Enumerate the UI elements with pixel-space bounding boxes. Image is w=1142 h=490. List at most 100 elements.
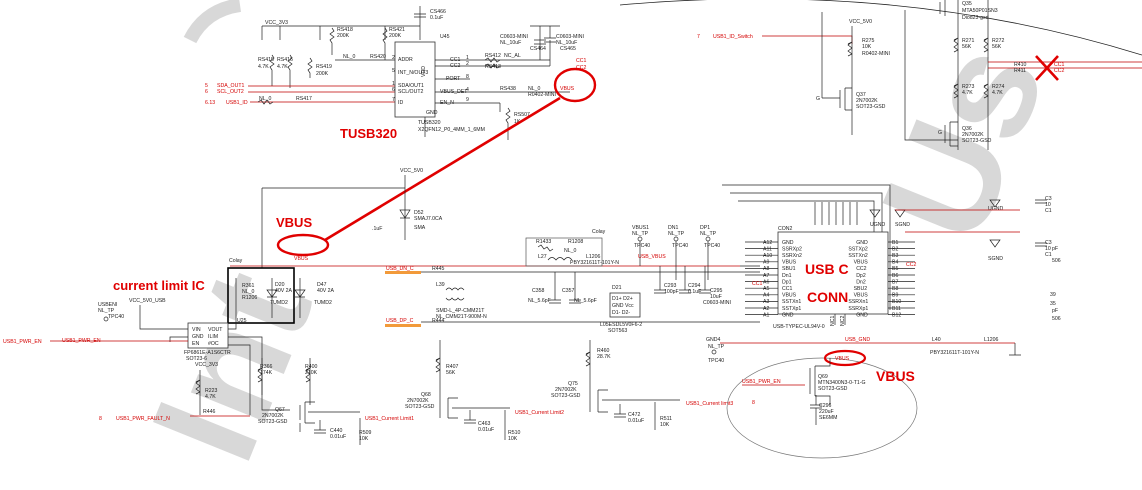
svg-text:SGND: SGND (988, 256, 1003, 262)
usbc-left-pin-name: SSTXn1 (782, 299, 801, 305)
svg-text:DP1: DP1 (700, 225, 710, 231)
svg-text:NL_TP: NL_TP (632, 231, 649, 237)
svg-text:NC2: NC2 (840, 316, 846, 326)
usbc-connector-block: ᴅ ᴅ ᴅ ᴅ ᴅ ᴅ ᴅ CON2 USB-TYPEC-UL94V-0 NC1… (706, 184, 1061, 364)
svg-text:0.01uF: 0.01uF (330, 434, 346, 440)
svg-text:506: 506 (1052, 258, 1061, 264)
svg-text:8: 8 (466, 74, 469, 80)
svg-text:MTA50P01SN3: MTA50P01SN3 (962, 8, 998, 14)
svg-text:5: 5 (205, 83, 208, 89)
svg-text:R511: R511 (660, 416, 672, 422)
svg-text:SGND: SGND (895, 222, 910, 228)
svg-text:10K: 10K (359, 436, 369, 442)
usbc-right-pin-number: B6 (892, 273, 898, 279)
svg-text:Colay: Colay (592, 229, 606, 235)
usbc-right-pin-name: GND (856, 312, 868, 318)
usbc-right-pin-name: Dn2 (856, 279, 866, 285)
usbc-right-pin-name: SSTXp2 (848, 246, 867, 252)
svg-text:8: 8 (99, 416, 102, 422)
usbc-left-pin-name: SSTXp1 (782, 306, 801, 312)
svg-text:RS412: RS412 (485, 53, 501, 59)
data-lines: USB_DN_C USB_DP_C R445 R444 L39 SMD-L_4P… (385, 266, 760, 334)
vbus-link-line (324, 96, 561, 242)
svg-text:2: 2 (466, 61, 469, 67)
svg-text:RS438: RS438 (500, 86, 516, 92)
svg-text:10K: 10K (862, 44, 872, 50)
svg-text:NL_10uF: NL_10uF (556, 40, 577, 46)
svg-text:FP6861E-A1S6CTR: FP6861E-A1S6CTR (184, 350, 231, 356)
svg-text:2N7002K: 2N7002K (962, 132, 984, 138)
svg-text:28.7K: 28.7K (597, 354, 611, 360)
svg-text:Q37: Q37 (856, 92, 866, 98)
svg-text:506: 506 (1052, 316, 1061, 322)
svg-text:CS466: CS466 (430, 9, 446, 15)
svg-text:C1: C1 (1045, 208, 1052, 214)
svg-text:6.13: 6.13 (205, 100, 215, 106)
svg-text:MTN3400N3-0-T1-G: MTN3400N3-0-T1-G (818, 380, 866, 386)
svg-text:INT_N/OUT3: INT_N/OUT3 (398, 70, 428, 76)
svg-text:pF: pF (1052, 246, 1058, 252)
svg-text:4.7K: 4.7K (992, 90, 1003, 96)
net-cur-lim1: USB1_Current Limit1 (365, 416, 414, 422)
svg-text:TPC40: TPC40 (708, 358, 724, 364)
usbc-left-pin-number: A7 (763, 273, 769, 279)
svg-text:D1+ D2+: D1+ D2+ (612, 296, 633, 302)
svg-text:TPC40: TPC40 (672, 243, 688, 249)
usbc-left-pin-number: A8 (763, 266, 769, 272)
svg-text:C472: C472 (628, 412, 641, 418)
svg-text:D21: D21 (612, 285, 622, 291)
usbc-right-pin-name: SSRXn1 (848, 299, 868, 305)
svg-text:R271: R271 (962, 38, 975, 44)
svg-text:C0603-MINI: C0603-MINI (500, 34, 528, 40)
svg-text:C0603-MINI: C0603-MINI (703, 300, 731, 306)
svg-text:SOT23-GSD: SOT23-GSD (258, 419, 288, 425)
svg-text:NL_CMM21T-900M-N: NL_CMM21T-900M-N (436, 314, 487, 320)
usbc-left-pin-name: GND (782, 240, 794, 246)
net-vbus-left: VBUS (294, 256, 309, 262)
usbc-left-pin-name: SBU1 (782, 266, 796, 272)
net-usb-id: USB1_ID (226, 100, 248, 106)
svg-text:NL_0: NL_0 (242, 289, 255, 295)
svg-text:0.01uF: 0.01uF (478, 427, 494, 433)
svg-text:TUMD2: TUMD2 (314, 300, 332, 306)
current-limit-highlight-box (227, 267, 295, 324)
tusb320-block: VCC_3V3 CS466 0.1uF RS418 200K RS421 200… (205, 6, 597, 141)
svg-text:5: 5 (392, 68, 395, 74)
svg-text:NC1: NC1 (830, 316, 836, 326)
usbc-right-pin-number: B7 (892, 279, 898, 285)
svg-text:SCL/OUT2: SCL/OUT2 (398, 89, 423, 95)
svg-text:R0402-MINI: R0402-MINI (528, 92, 556, 98)
svg-text:35: 35 (1050, 301, 1056, 307)
svg-text:2N7002K: 2N7002K (262, 413, 284, 419)
usbc-right-pin-name: VBUS (854, 260, 869, 266)
svg-text:R0402-MINI: R0402-MINI (862, 51, 890, 57)
svg-text:C463: C463 (478, 421, 491, 427)
svg-text:8: 8 (752, 400, 755, 406)
svg-text:220uF: 220uF (819, 409, 834, 415)
vbus-switch-outline (726, 357, 918, 459)
svg-text:Q69: Q69 (818, 374, 828, 380)
svg-text:4: 4 (466, 87, 469, 93)
current-limit-mosfets: R366 174K R400 210K Q67 2N7002K SOT23-GS… (257, 340, 733, 445)
svg-text:C357: C357 (562, 288, 575, 294)
usbc-left-pin-number: A11 (763, 246, 772, 252)
svg-text:Q36: Q36 (962, 126, 972, 132)
svg-text:GND: GND (426, 110, 438, 116)
svg-text:G: G (816, 96, 820, 102)
usbc-right-pin-number: B11 (892, 306, 901, 312)
svg-text:R274: R274 (992, 84, 1005, 90)
usbc-left-pin-name: VBUS (782, 293, 797, 299)
annotation-usbc-conn-line2: CONN (807, 289, 848, 305)
highlight-vbus-det (553, 67, 597, 103)
svg-text:R1433: R1433 (536, 239, 551, 245)
net-usb-gnd: USB_GND (845, 337, 870, 343)
svg-text:174K: 174K (260, 370, 273, 376)
svg-text:7: 7 (697, 34, 700, 40)
net-vcc-3v3-bot: VCC_3V3 (195, 362, 218, 368)
svg-text:10K: 10K (508, 436, 518, 442)
annotation-vbus-right: VBUS (876, 368, 915, 384)
usbc-right-pin-number: B2 (892, 246, 898, 252)
